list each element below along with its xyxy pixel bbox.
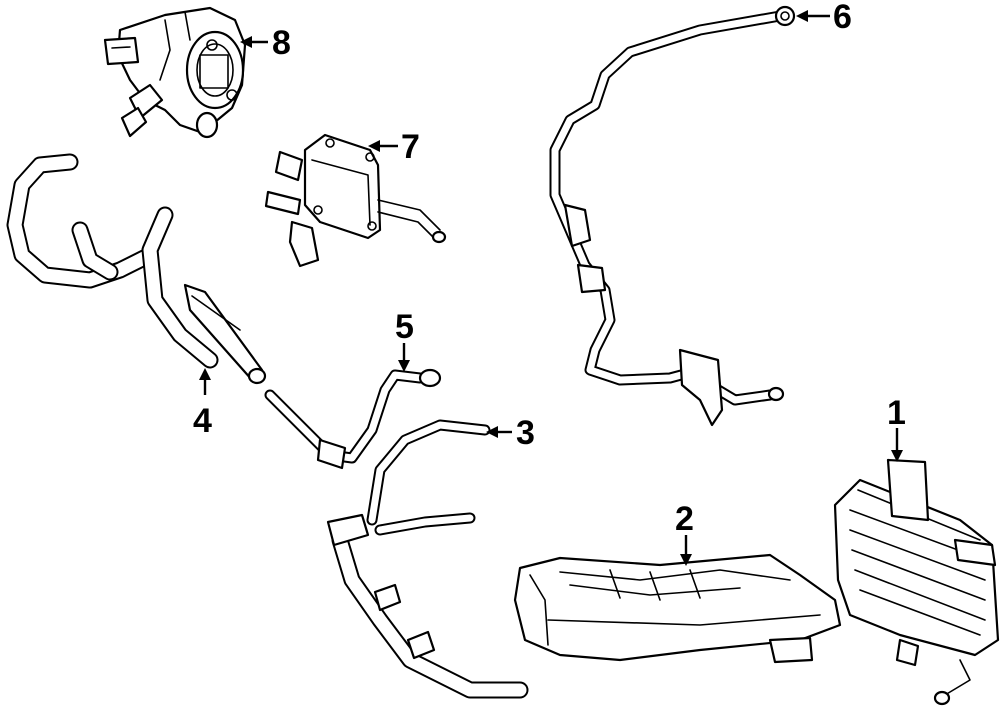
part-2-air-duct[interactable] — [513, 553, 842, 664]
callout-label-1: 1 — [887, 394, 906, 432]
part-3-heater-hose[interactable] — [326, 419, 529, 699]
part-4-coolant-hose-assembly[interactable] — [6, 153, 267, 385]
part-1-oil-cooler[interactable] — [833, 458, 1000, 706]
part-8-thermostat-housing[interactable] — [103, 6, 247, 139]
callout-label-7: 7 — [401, 128, 420, 166]
part-6-cooler-line[interactable] — [549, 5, 796, 427]
part-5-bypass-tube[interactable] — [264, 368, 442, 470]
callout-label-6: 6 — [833, 0, 852, 36]
callout-label-8: 8 — [272, 24, 291, 62]
callout-label-5: 5 — [395, 308, 414, 346]
callout-arrows — [199, 10, 903, 566]
part-7-cooler-adapter[interactable] — [264, 133, 447, 268]
callout-label-4: 4 — [193, 402, 212, 440]
callout-label-3: 3 — [516, 414, 535, 452]
callout-label-2: 2 — [675, 500, 694, 538]
